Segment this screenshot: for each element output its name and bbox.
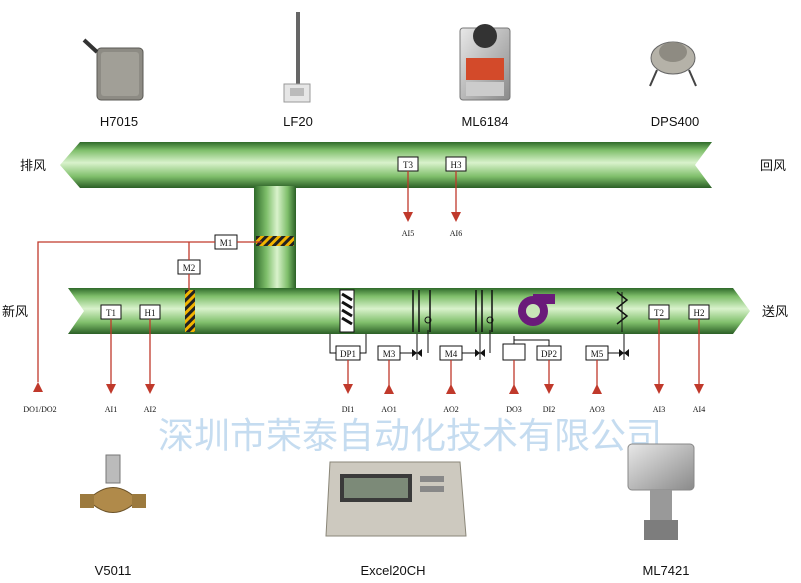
exhaust-return-duct xyxy=(60,142,712,188)
signal-ao1: AO1 xyxy=(381,405,397,414)
signal-ai4: AI4 xyxy=(693,405,705,414)
sensor-label-h2: H2 xyxy=(694,308,705,318)
actuator-label-m2: M2 xyxy=(183,263,196,273)
product-label-lf20: LF20 xyxy=(283,114,313,129)
actuator-label-m5: M5 xyxy=(591,349,604,359)
signal-ai5: AI5 xyxy=(402,229,414,238)
signal-ai2: AI2 xyxy=(144,405,156,414)
damper-m1-hatch xyxy=(256,236,294,246)
signal-di1: DI1 xyxy=(342,405,354,414)
signal-ao2: AO2 xyxy=(443,405,459,414)
damper-m2-hatch xyxy=(185,290,195,332)
product-dps400-image xyxy=(649,41,697,87)
actuator-label-m1: M1 xyxy=(220,238,233,248)
supply-air-label: 送风 xyxy=(762,304,788,319)
sensor-label-h3: H3 xyxy=(451,160,462,170)
watermark-text: 深圳市荣泰自动化技术有限公司 xyxy=(158,416,662,457)
humidifier-element xyxy=(615,291,629,325)
product-label-dps400: DPS400 xyxy=(651,114,699,129)
signal-ai1: AI1 xyxy=(105,405,117,414)
sensor-label-t1: T1 xyxy=(106,308,116,318)
product-label-v5011: V5011 xyxy=(95,563,132,578)
fresh-supply-duct xyxy=(68,288,750,334)
product-ml7421-image xyxy=(627,443,695,540)
product-label-excel20ch: Excel20CH xyxy=(360,563,425,578)
heating-coil xyxy=(475,290,493,332)
product-label-h7015: H7015 xyxy=(100,114,138,129)
fan-status-box xyxy=(502,343,526,361)
sensor-label-dp2: DP2 xyxy=(541,349,557,359)
sensor-label-t2: T2 xyxy=(654,308,664,318)
signal-do1-do2: DO1/DO2 xyxy=(23,405,56,414)
signal-ai6: AI6 xyxy=(450,229,462,238)
product-h7015-image xyxy=(82,38,144,101)
product-v5011-image xyxy=(80,454,146,513)
instrument-lines xyxy=(329,330,625,360)
fresh-air-label: 新风 xyxy=(2,304,28,319)
exhaust-air-label: 排风 xyxy=(20,158,46,173)
signal-ao3: AO3 xyxy=(589,405,605,414)
signal-ai3: AI3 xyxy=(653,405,665,414)
actuator-label-m3: M3 xyxy=(383,349,396,359)
product-label-ml6184: ML6184 xyxy=(462,114,509,129)
signal-do3: DO3 xyxy=(506,405,522,414)
supply-fan-icon xyxy=(518,294,555,326)
cooling-coil xyxy=(412,290,431,332)
product-excel20ch-image xyxy=(325,461,467,537)
product-ml6184-image xyxy=(459,24,511,101)
sensor-label-h1: H1 xyxy=(145,308,156,318)
sensor-label-t3: T3 xyxy=(403,160,413,170)
sensor-label-dp1: DP1 xyxy=(340,349,356,359)
signal-arrows xyxy=(33,212,704,394)
product-lf20-image xyxy=(283,12,311,103)
signal-di2: DI2 xyxy=(543,405,555,414)
actuator-label-m4: M4 xyxy=(445,349,458,359)
return-air-label: 回风 xyxy=(760,158,786,173)
product-label-ml7421: ML7421 xyxy=(643,563,690,578)
signal-lines xyxy=(37,171,700,386)
valve-symbols xyxy=(412,316,629,357)
